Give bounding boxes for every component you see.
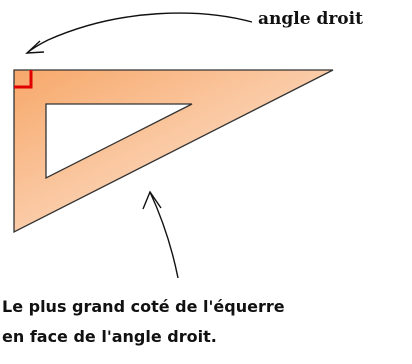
right-angle-label: angle droit [258,9,363,29]
curved-arrow-icon [25,12,253,54]
caption-line-2: en face de l'angle droit. [2,327,217,346]
set-square-triangle-icon [13,69,334,234]
caption: Le plus grand coté de l'équerre en face … [2,292,412,352]
arrow-up-icon [142,190,179,279]
caption-line-1: Le plus grand coté de l'équerre [2,297,285,316]
right-angle-marker-icon [14,70,33,89]
